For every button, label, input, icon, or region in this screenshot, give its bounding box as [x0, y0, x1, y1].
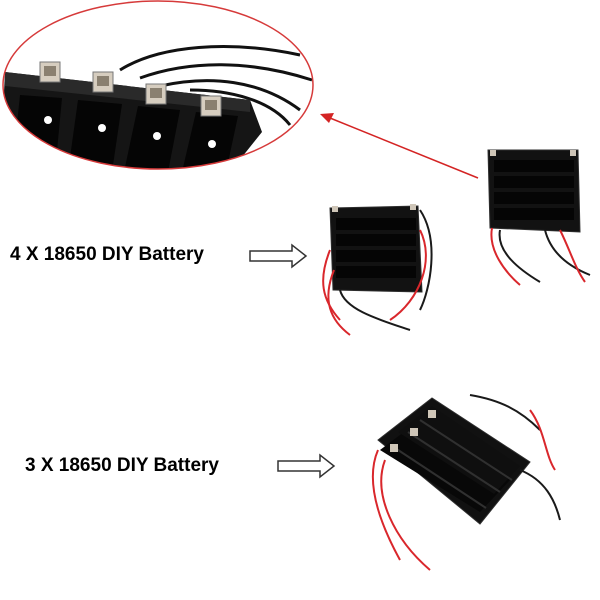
- label-4-cell: 4 X 18650 DIY Battery: [10, 244, 204, 265]
- callout-ellipse: [2, 0, 314, 170]
- battery-holder-3cell: [371, 394, 561, 571]
- callout-arrow-icon: [320, 113, 479, 179]
- battery-holder-4cell: [322, 204, 433, 336]
- battery-holder-4cell-view-b: [487, 149, 591, 286]
- arrow-right-icon: [277, 453, 336, 479]
- label-3-cell: 3 X 18650 DIY Battery: [25, 455, 219, 476]
- arrow-right-icon: [249, 243, 308, 269]
- zoom-callout: [2, 0, 314, 170]
